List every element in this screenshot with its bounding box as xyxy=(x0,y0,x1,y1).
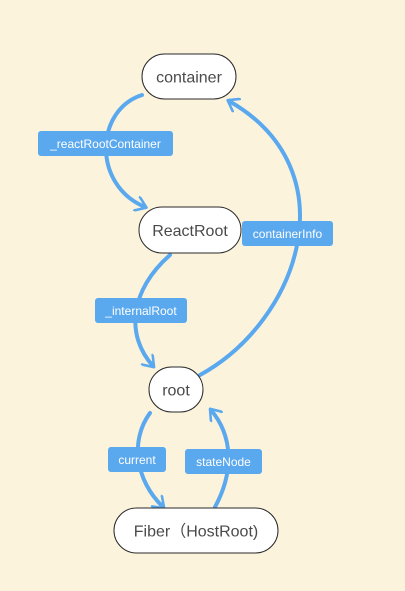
node-fiber-label: Fiber（HostRoot) xyxy=(134,523,258,541)
node-root-box xyxy=(148,366,204,413)
node-container: container xyxy=(141,53,237,100)
label-react-root-container-text: _reactRootContainer xyxy=(49,137,161,151)
node-react-root-box xyxy=(138,206,242,254)
label-current-text: current xyxy=(118,453,156,467)
label-state-node-text: stateNode xyxy=(196,455,251,469)
label-internal-root: _internalRoot xyxy=(95,298,187,323)
label-react-root-container-bg xyxy=(38,131,173,156)
label-container-info-bg xyxy=(242,221,333,246)
label-container-info: containerInfo xyxy=(242,221,333,246)
label-react-root-container: _reactRootContainer xyxy=(38,131,173,156)
node-react-root-label: ReactRoot xyxy=(152,223,228,240)
label-state-node-bg xyxy=(185,449,262,474)
node-container-box xyxy=(141,53,237,100)
label-current-bg xyxy=(108,447,166,472)
node-container-label: container xyxy=(156,70,222,87)
label-state-node: stateNode xyxy=(185,449,262,474)
label-internal-root-bg xyxy=(95,298,187,323)
label-current: current xyxy=(108,447,166,472)
label-internal-root-text: _internalRoot xyxy=(104,304,177,318)
node-fiber-box xyxy=(113,507,279,554)
node-root: root xyxy=(148,366,204,413)
label-container-info-text: containerInfo xyxy=(253,227,323,241)
node-react-root: ReactRoot xyxy=(138,206,242,254)
node-fiber: Fiber（HostRoot) xyxy=(113,507,279,554)
node-root-label: root xyxy=(162,383,190,400)
